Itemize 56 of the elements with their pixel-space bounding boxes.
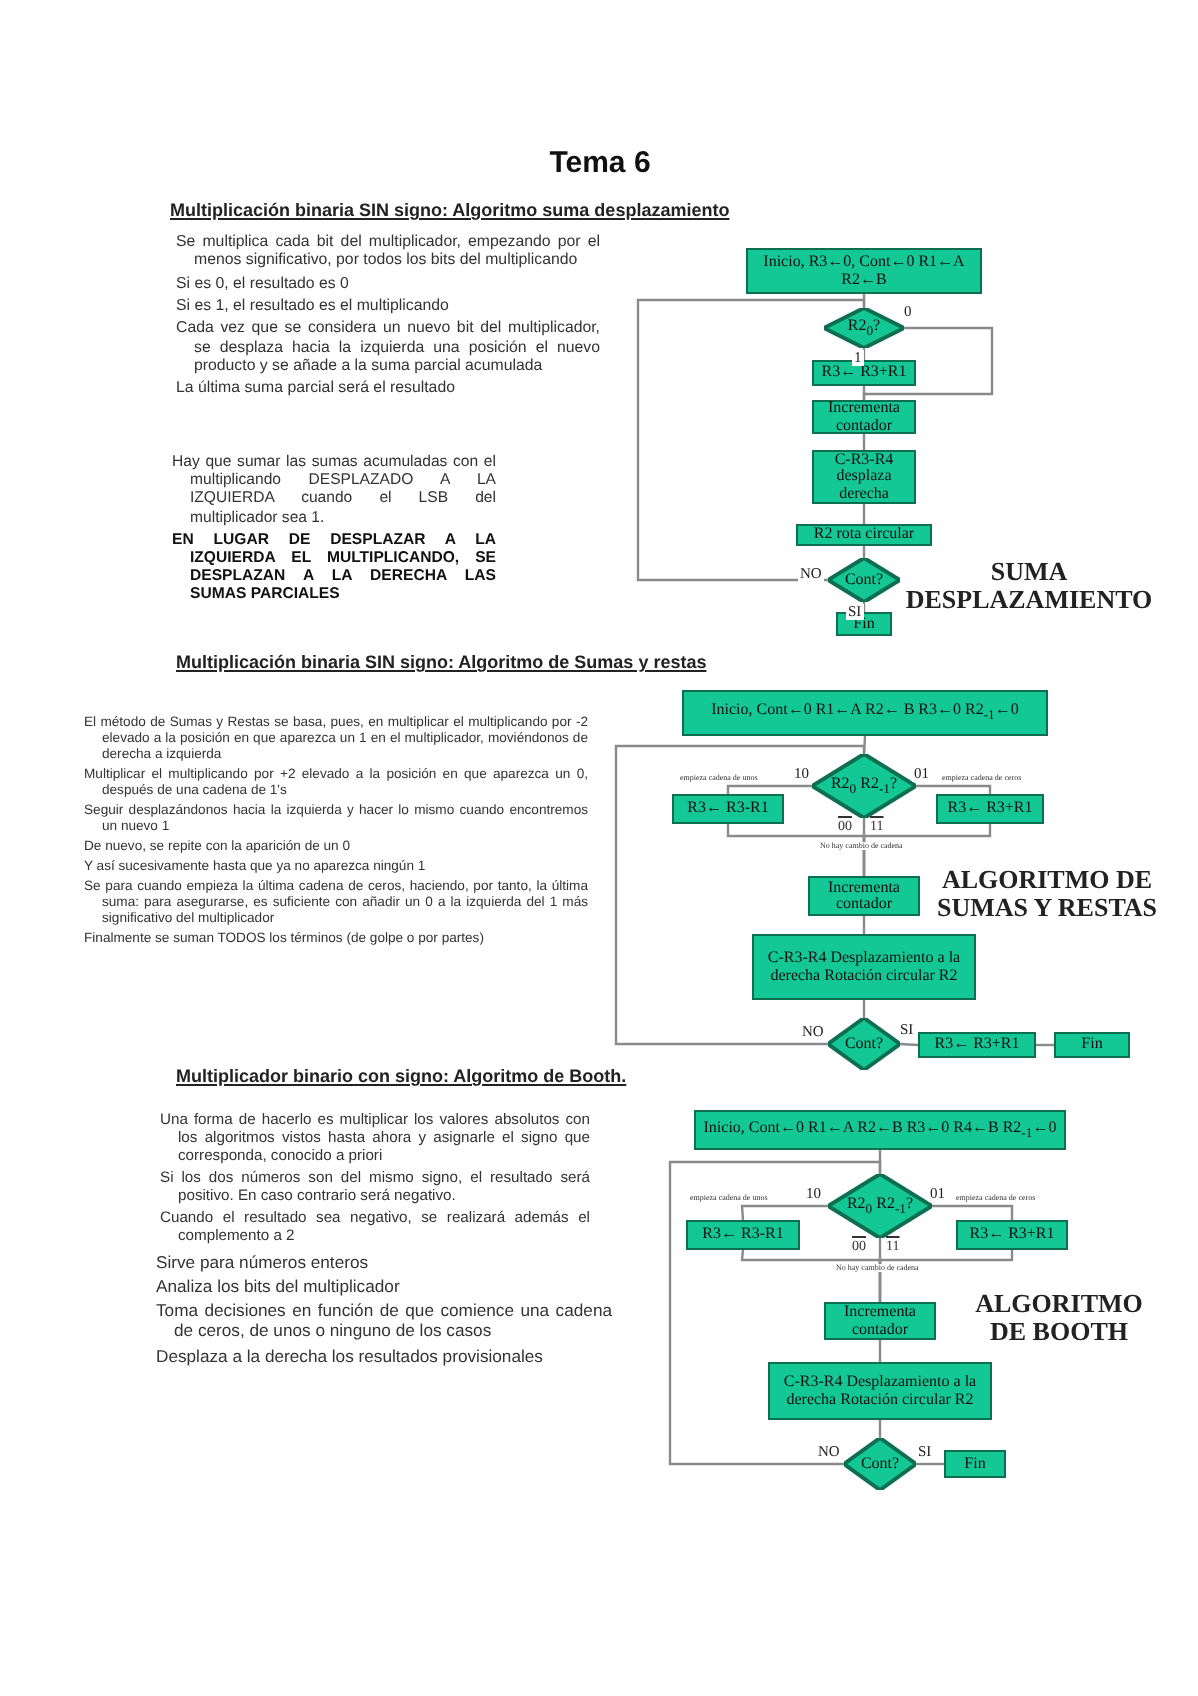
- connector-line: [614, 744, 866, 1046]
- connector-line: [862, 1000, 866, 1018]
- process-box: R3← R3-R1: [672, 794, 784, 824]
- connector-line: [862, 386, 866, 400]
- connector-line: [916, 1462, 944, 1466]
- process-box: R3← R3+R1: [918, 1032, 1036, 1058]
- bullet-text: Desplaza a la derecha los resultados provisionales: [156, 1345, 545, 1366]
- connector-line: [740, 1204, 828, 1221]
- connector-line: [636, 298, 866, 582]
- end-box: Fin: [1054, 1032, 1130, 1058]
- connector-line: [862, 916, 866, 934]
- connector-line: [916, 784, 992, 794]
- process-box: C-R3-R4 Desplazamiento a la derecha Rotación circular R2: [768, 1362, 992, 1420]
- section-heading: Multiplicación binaria SIN signo: Algoritmo suma desplazamiento: [170, 200, 730, 220]
- algorithm-title: ALGORITMO DE SUMAS Y RESTAS: [934, 866, 1160, 924]
- start-box: Inicio, R3←0, Cont←0 R1←A R2←B: [746, 248, 982, 294]
- section-heading: Multiplicador binario con signo: Algoritmo de Booth.: [176, 1066, 627, 1086]
- decision-diamond: Cont?: [844, 1438, 916, 1490]
- connector-line: [1036, 1043, 1054, 1047]
- section-heading: Multiplicación binaria SIN signo: Algoritmo de Sumas y restas: [176, 652, 707, 672]
- start-box: Inicio, Cont←0 R1←A R2←B R3←0 R4←B R2$_{-1}$←0: [694, 1110, 1066, 1150]
- decision-diamond: R2$_{0}$?: [824, 308, 904, 348]
- connector-line: [862, 824, 992, 876]
- bullet-text: Toma decisiones en función de que comience una cadena de ceros, de unos o ninguno de los casos: [156, 1300, 612, 1342]
- process-box: C-R3-R4 Desplazamiento a la derecha Rotación circular R2: [752, 934, 976, 1000]
- connector-line: [862, 326, 994, 400]
- process-box: R3← R3+R1: [936, 794, 1044, 824]
- decision-diamond: Cont?: [828, 558, 900, 602]
- connector-line: [726, 784, 812, 794]
- connector-line: [862, 546, 866, 558]
- end-box: Fin: [944, 1450, 1006, 1478]
- process-box: R3← R3+R1: [812, 360, 916, 386]
- connector-line: [878, 1340, 882, 1362]
- process-box: Incrementa contador: [824, 1302, 936, 1340]
- process-box: R2 rota circular: [796, 524, 932, 546]
- connector-line: [862, 504, 866, 524]
- process-box: C-R3-R4 desplaza derecha: [812, 450, 916, 504]
- decision-diamond: R2$_{0}$ R2$_{-1}$?: [828, 1174, 932, 1238]
- connector-line: [878, 1420, 882, 1438]
- process-box: Incrementa contador: [808, 876, 920, 916]
- algorithm-title: ALGORITMO DE BOOTH: [973, 1290, 1145, 1348]
- process-box: R3← R3-R1: [686, 1220, 800, 1250]
- decision-diamond: Cont?: [828, 1018, 900, 1070]
- bullet-text: Sirve para números enteros: [156, 1252, 371, 1273]
- connector-line: [932, 1204, 1014, 1220]
- process-box: Incrementa contador: [812, 400, 916, 434]
- process-box: R3← R3+R1: [956, 1220, 1068, 1250]
- connector-line: [668, 1160, 882, 1466]
- page-title: Tema 6: [547, 146, 653, 180]
- decision-diamond: R2$_{0}$ R2$_{-1}$?: [812, 754, 916, 818]
- start-box: Inicio, Cont←0 R1←A R2← B R3←0 R2$_{-1}$←0: [682, 690, 1048, 736]
- algorithm-title: SUMA DESPLAZAMIENTO: [904, 558, 1154, 616]
- connector-line: [899, 1042, 919, 1047]
- connector-line: [862, 434, 866, 450]
- bullet-text: Analiza los bits del multiplicador: [156, 1276, 402, 1297]
- connector-line: [878, 1250, 1014, 1302]
